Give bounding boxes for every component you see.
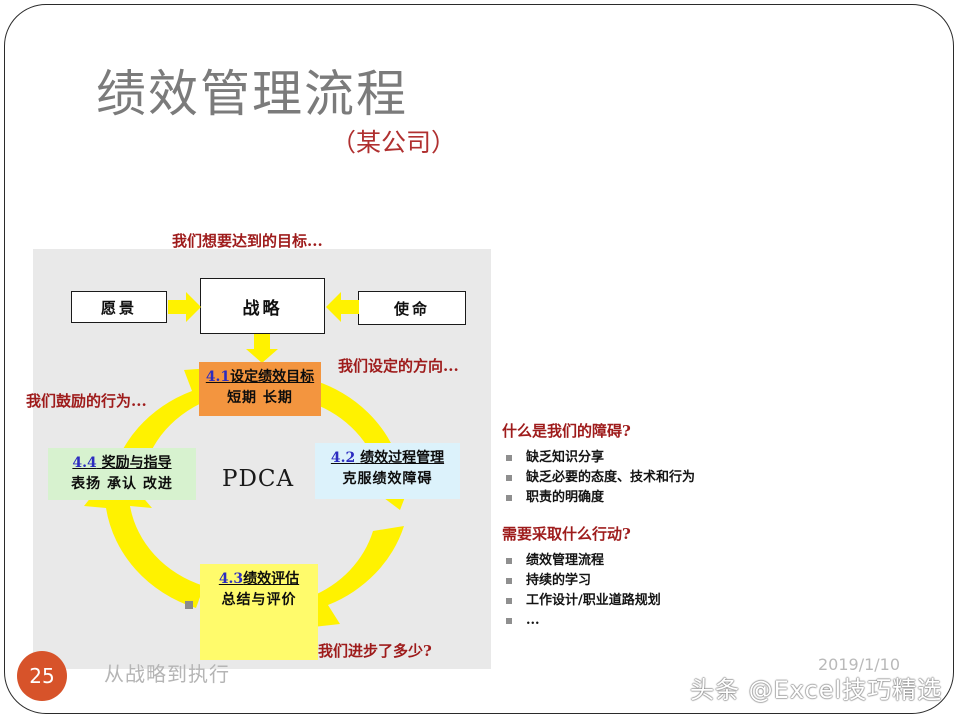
page-number-badge: 25 [17, 651, 67, 701]
title-block: 绩效管理流程 （某公司） [96, 68, 696, 159]
obstacles-heading: 什么是我们的障碍? [502, 422, 631, 440]
page-title: 绩效管理流程 [96, 65, 408, 123]
stage-4-2-title-text: 绩效过程管理 [360, 450, 445, 466]
page-subtitle: （某公司） [331, 127, 457, 157]
stage-box-4-1: 4.1设定绩效目标 短期 长期 [199, 362, 321, 416]
stage-4-3-title: 4.3绩效评估 [200, 569, 318, 589]
caption-progress: 我们进步了多少? [318, 642, 432, 660]
list-item: 绩效管理流程 [502, 551, 832, 571]
stage-4-3-title-text: 绩效评估 [243, 571, 300, 587]
stage-4-4-title-text: 奖励与指导 [101, 455, 172, 471]
list-item: 缺乏知识分享 [502, 448, 832, 468]
arrow-strategy-to-stage41 [246, 334, 278, 363]
actions-heading: 需要采取什么行动? [502, 525, 631, 544]
stage-4-2-sub: 克服绩效障碍 [342, 471, 433, 488]
stage-4-4-title: 4.4 奖励与指导 [48, 453, 196, 473]
stage-4-1-title: 4.1设定绩效目标 [199, 367, 321, 387]
stage-4-3-number: 4.3 [218, 571, 244, 587]
pdca-center-label: PDCA [222, 466, 295, 492]
stage-4-3-sub: 总结与评价 [221, 592, 297, 609]
stage-box-4-2: 4.2 绩效过程管理 克服绩效障碍 [315, 443, 460, 499]
stage-4-1-sub: 短期 长期 [227, 390, 293, 407]
list-item: 职责的明确度 [502, 488, 832, 508]
stage-4-1-number: 4.1 [205, 369, 231, 385]
right-panel: 什么是我们的障碍? 缺乏知识分享 缺乏必要的态度、技术和行为 职责的明确度 需要… [502, 420, 832, 646]
stage-4-4-number: 4.4 [72, 455, 97, 471]
footer-date: 2019/1/10 [818, 655, 901, 674]
stage-4-2-number: 4.2 [330, 450, 356, 466]
footer-text: 从战略到执行 [104, 662, 230, 686]
list-item: 缺乏必要的态度、技术和行为 [502, 468, 832, 488]
caption-direction: 我们设定的方向... [338, 357, 459, 375]
stage-box-4-3: 4.3绩效评估 总结与评价 [200, 564, 318, 660]
watermark: 头条 @Excel技巧精选 [690, 676, 943, 704]
stage-4-3-bullet-marker [185, 601, 193, 609]
stage-4-2-title: 4.2 绩效过程管理 [315, 448, 460, 468]
arrow-mission-to-strategy [326, 292, 359, 322]
list-item: ... [502, 611, 832, 631]
arrow-vision-to-strategy [168, 292, 201, 322]
box-strategy: 战略 [200, 278, 325, 334]
caption-goal: 我们想要达到的目标... [172, 232, 323, 250]
caption-behavior: 我们鼓励的行为... [26, 392, 147, 410]
list-item: 工作设计/职业道路规划 [502, 591, 832, 611]
box-vision: 愿景 [71, 291, 167, 323]
obstacles-list: 缺乏知识分享 缺乏必要的态度、技术和行为 职责的明确度 [502, 448, 832, 507]
stage-4-4-sub: 表扬 承认 改进 [71, 476, 173, 493]
list-item: 持续的学习 [502, 571, 832, 591]
actions-list: 绩效管理流程 持续的学习 工作设计/职业道路规划 ... [502, 551, 832, 630]
stage-box-4-4: 4.4 奖励与指导 表扬 承认 改进 [48, 448, 196, 500]
stage-4-1-title-text: 设定绩效目标 [230, 369, 315, 385]
box-mission: 使命 [358, 291, 466, 325]
